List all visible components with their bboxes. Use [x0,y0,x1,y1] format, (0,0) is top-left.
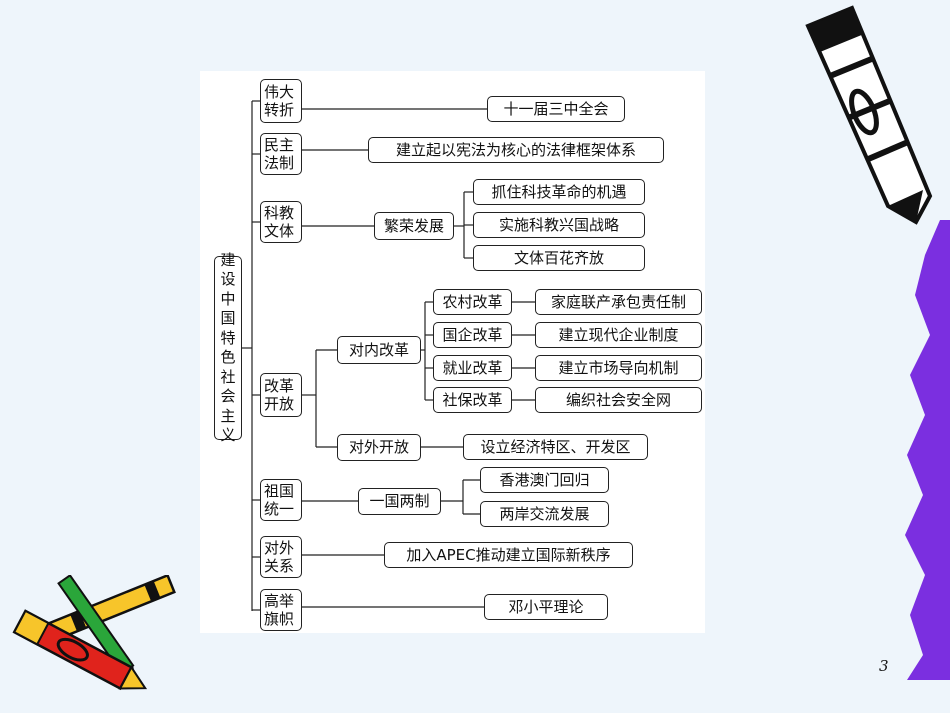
category-node: 高举旗帜 [260,589,302,631]
sub-node: 国企改革 [433,322,512,348]
crayon-black-icon [805,5,933,225]
leaf-node: 邓小平理论 [484,594,608,620]
leaf-node: 加入APEC推动建立国际新秩序 [384,542,633,568]
category-node: 祖国统一 [260,479,302,521]
leaf-node: 抓住科技革命的机遇 [473,179,645,205]
category-node: 对外关系 [260,536,302,578]
category-node: 民主法制 [260,133,302,175]
sub-node: 一国两制 [358,488,441,515]
mind-map-panel: 建设中国特色社会主义 伟大转折 民主法制 科教文体 改革开放 祖国统一 对外关系… [200,71,705,633]
category-node: 改革开放 [260,373,302,417]
leaf-node: 建立起以宪法为核心的法律框架体系 [368,137,664,163]
leaf-node: 编织社会安全网 [535,387,702,413]
leaf-node: 香港澳门回归 [480,467,609,493]
leaf-node: 建立市场导向机制 [535,355,702,381]
sub-node: 社保改革 [433,387,512,413]
page-number: 3 [879,657,889,675]
sub-node: 就业改革 [433,355,512,381]
leaf-node: 设立经济特区、开发区 [463,434,648,460]
leaf-node: 实施科教兴国战略 [473,212,645,238]
leaf-node: 建立现代企业制度 [535,322,702,348]
root-node: 建设中国特色社会主义 [214,251,242,444]
sub-node: 繁荣发展 [374,212,454,240]
crayon-purple-icon [905,220,950,680]
crayons-bundle-icon [12,575,176,691]
leaf-node: 十一届三中全会 [487,96,625,122]
leaf-node: 文体百花齐放 [473,245,645,271]
leaf-node: 两岸交流发展 [480,501,609,527]
sub-node: 农村改革 [433,289,512,315]
sub-node: 对内改革 [337,336,421,364]
leaf-node: 家庭联产承包责任制 [535,289,702,315]
category-node: 科教文体 [260,201,302,243]
sub-node: 对外开放 [337,434,421,461]
category-node: 伟大转折 [260,79,302,123]
